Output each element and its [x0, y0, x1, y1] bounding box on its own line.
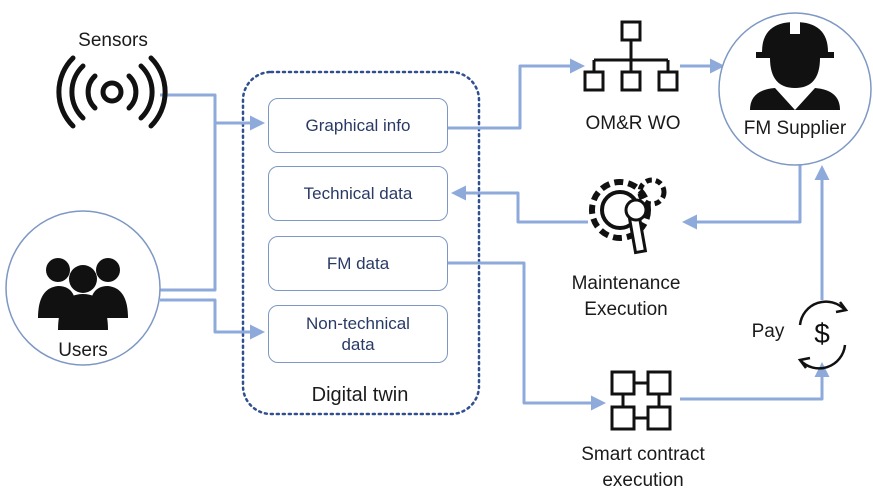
users-label: Users — [58, 340, 108, 361]
arrow-maintenance-to-technical — [451, 185, 588, 224]
blockchain-icon — [610, 370, 672, 431]
sensors-label: Sensors — [78, 30, 148, 51]
worker-icon — [750, 20, 840, 110]
fm-data-box[interactable]: FM data — [268, 236, 448, 291]
org-chart-icon — [583, 20, 679, 92]
arrow-users-to-graphical — [160, 123, 217, 292]
arrow-graphical-to-omr — [447, 58, 585, 130]
non-technical-data-box[interactable]: Non-technical data — [268, 305, 448, 363]
smart-contract-label-1: Smart contract — [581, 444, 705, 465]
sensor-icon — [56, 55, 168, 129]
graphical-info-box[interactable]: Graphical info — [268, 98, 448, 153]
fm-supplier-circle — [718, 12, 872, 166]
svg-text:$: $ — [814, 318, 830, 349]
smart-contract-label-2: execution — [602, 470, 684, 491]
payment-cycle-icon: $ — [797, 300, 849, 370]
non-technical-data-label-2: data — [341, 335, 375, 354]
fm-data-label: FM data — [326, 253, 390, 273]
technical-data-label: Technical data — [303, 183, 413, 203]
technical-data-box[interactable]: Technical data — [268, 166, 448, 221]
fm-supplier-label: FM Supplier — [743, 118, 847, 139]
arrow-fmdata-to-smartcontract — [447, 261, 606, 411]
arrow-supplier-to-maintenance — [682, 165, 802, 230]
users-icon — [38, 258, 128, 330]
digital-twin-label: Digital twin — [311, 384, 409, 406]
graphical-info-label: Graphical info — [305, 115, 411, 135]
arrow-smartcontract-to-pay — [680, 362, 830, 401]
arrow-sensors-to-graphical — [160, 93, 265, 131]
non-technical-data-label-1: Non-technical — [306, 313, 410, 333]
arrows — [160, 58, 830, 411]
omr-wo-label: OM&R WO — [585, 113, 681, 134]
maintenance-label-1: Maintenance — [571, 273, 681, 294]
maintenance-label-2: Execution — [584, 299, 668, 320]
pay-label: Pay — [751, 321, 785, 342]
arrow-users-to-nontechnical — [160, 298, 265, 340]
digital-twin-container — [241, 70, 481, 416]
gear-wrench-icon — [589, 177, 667, 255]
